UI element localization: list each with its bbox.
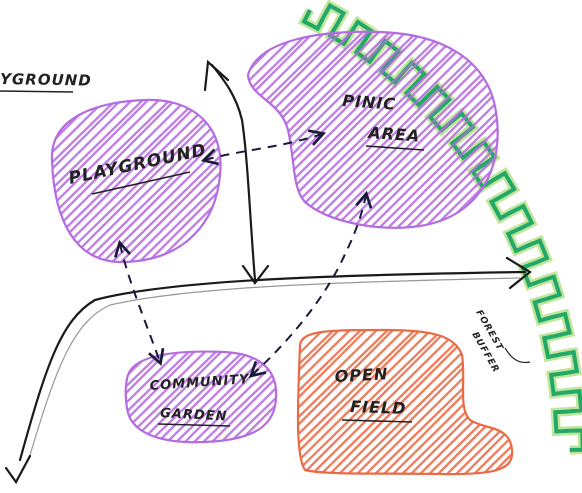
open-field-label-line2: FIELD (350, 397, 407, 418)
hatch-stroke (51, 99, 128, 263)
hatch-stroke (248, 31, 350, 228)
hatch-stroke (248, 31, 323, 228)
hatch-stroke (297, 330, 303, 475)
hatch-stroke (370, 31, 498, 228)
hatch-stroke (439, 330, 513, 475)
hatch-stroke (125, 351, 171, 443)
garden-label-line1: COMMUNITY (149, 372, 250, 394)
hatch-stroke (415, 31, 498, 228)
hatch-stroke (51, 99, 139, 263)
hatch-stroke (487, 31, 498, 228)
hatch-stroke (406, 31, 498, 228)
hatch-stroke (322, 330, 481, 475)
hatch-stroke (51, 99, 166, 263)
hatch-stroke (424, 31, 498, 228)
hatch-stroke (239, 95, 418, 270)
hatch-stroke (248, 31, 334, 228)
playground-zone (0, 95, 418, 270)
garden-label-line2: GARDEN (160, 406, 228, 425)
arrowhead-down-left (4, 454, 32, 485)
hatch-stroke (484, 330, 513, 475)
hatch-stroke (475, 330, 513, 475)
hatch-stroke (75, 99, 221, 263)
hatch-stroke (51, 99, 74, 263)
playground-underline (91, 171, 191, 195)
hatch-stroke (138, 99, 221, 263)
hatch-stroke (297, 330, 438, 475)
hatch-stroke (51, 99, 123, 263)
hatch-stroke (248, 31, 345, 228)
hatch-stroke (448, 330, 513, 475)
hatch-stroke (147, 99, 221, 263)
hatch-stroke (139, 351, 252, 443)
open-field-label-line1: OPEN (334, 364, 389, 386)
hatch-stroke (51, 99, 155, 263)
arrowhead-up (203, 59, 230, 92)
hatch-stroke (125, 351, 133, 443)
hatch-stroke (211, 351, 277, 443)
open-field-underline (341, 419, 413, 423)
legend-underline (0, 90, 74, 93)
hatch-stroke (51, 99, 177, 263)
hatch-stroke (466, 330, 513, 475)
hatch-stroke (297, 330, 319, 475)
hatch-stroke (220, 351, 277, 443)
hatch-stroke (297, 330, 422, 475)
hatch-stroke (51, 99, 101, 263)
garden-underline (157, 423, 231, 427)
legend-partial-label: YGROUND (0, 70, 92, 90)
hatch-stroke (51, 99, 193, 263)
hatch-stroke (210, 99, 221, 263)
forest-label-pointer (504, 347, 531, 364)
hatch-stroke (229, 351, 277, 443)
hatch-stroke (379, 31, 498, 228)
connector-playground-picnic (200, 129, 327, 166)
connectors (113, 129, 373, 378)
hatch-stroke (125, 351, 203, 443)
main-path-vertical (210, 63, 257, 282)
hatch-stroke (135, 325, 290, 480)
hatch-stroke (433, 31, 498, 228)
hatch-stroke (352, 31, 498, 228)
hatch-stroke (51, 99, 150, 263)
hatch-stroke (15, 345, 120, 450)
hatch-stroke (125, 351, 187, 443)
hatch-stroke (361, 31, 498, 228)
hatch-stroke (0, 95, 45, 270)
arrowhead-right (505, 256, 532, 290)
hatch-stroke (388, 31, 498, 228)
hatch-stroke (297, 330, 411, 475)
hatch-stroke (51, 99, 182, 263)
hatch-stroke (297, 330, 449, 475)
hatch-stroke (51, 99, 112, 263)
hatch-stroke (248, 31, 307, 228)
picnic-label-line1: PINIC (342, 91, 397, 114)
hatch-stroke (202, 351, 277, 443)
hatch-stroke (496, 31, 498, 228)
picnic-label-line2: AREA (366, 123, 421, 146)
hatch-stroke (297, 330, 454, 475)
hatch-stroke (193, 351, 277, 443)
hatch-stroke (248, 31, 318, 228)
hatch-stroke (507, 25, 582, 235)
hatch-stroke (125, 351, 198, 443)
hatch-stroke (457, 330, 513, 475)
hatch-stroke (51, 99, 58, 263)
picnic-underline (365, 145, 425, 151)
hatch-stroke (397, 31, 498, 228)
hatch-stroke (297, 330, 314, 475)
connector-garden-picnic (248, 190, 373, 378)
hatch-stroke (125, 351, 214, 443)
hatch-stroke (297, 330, 427, 475)
hatch-stroke (248, 31, 296, 228)
hatch-stroke (304, 330, 465, 475)
hatch-stroke (148, 351, 257, 443)
